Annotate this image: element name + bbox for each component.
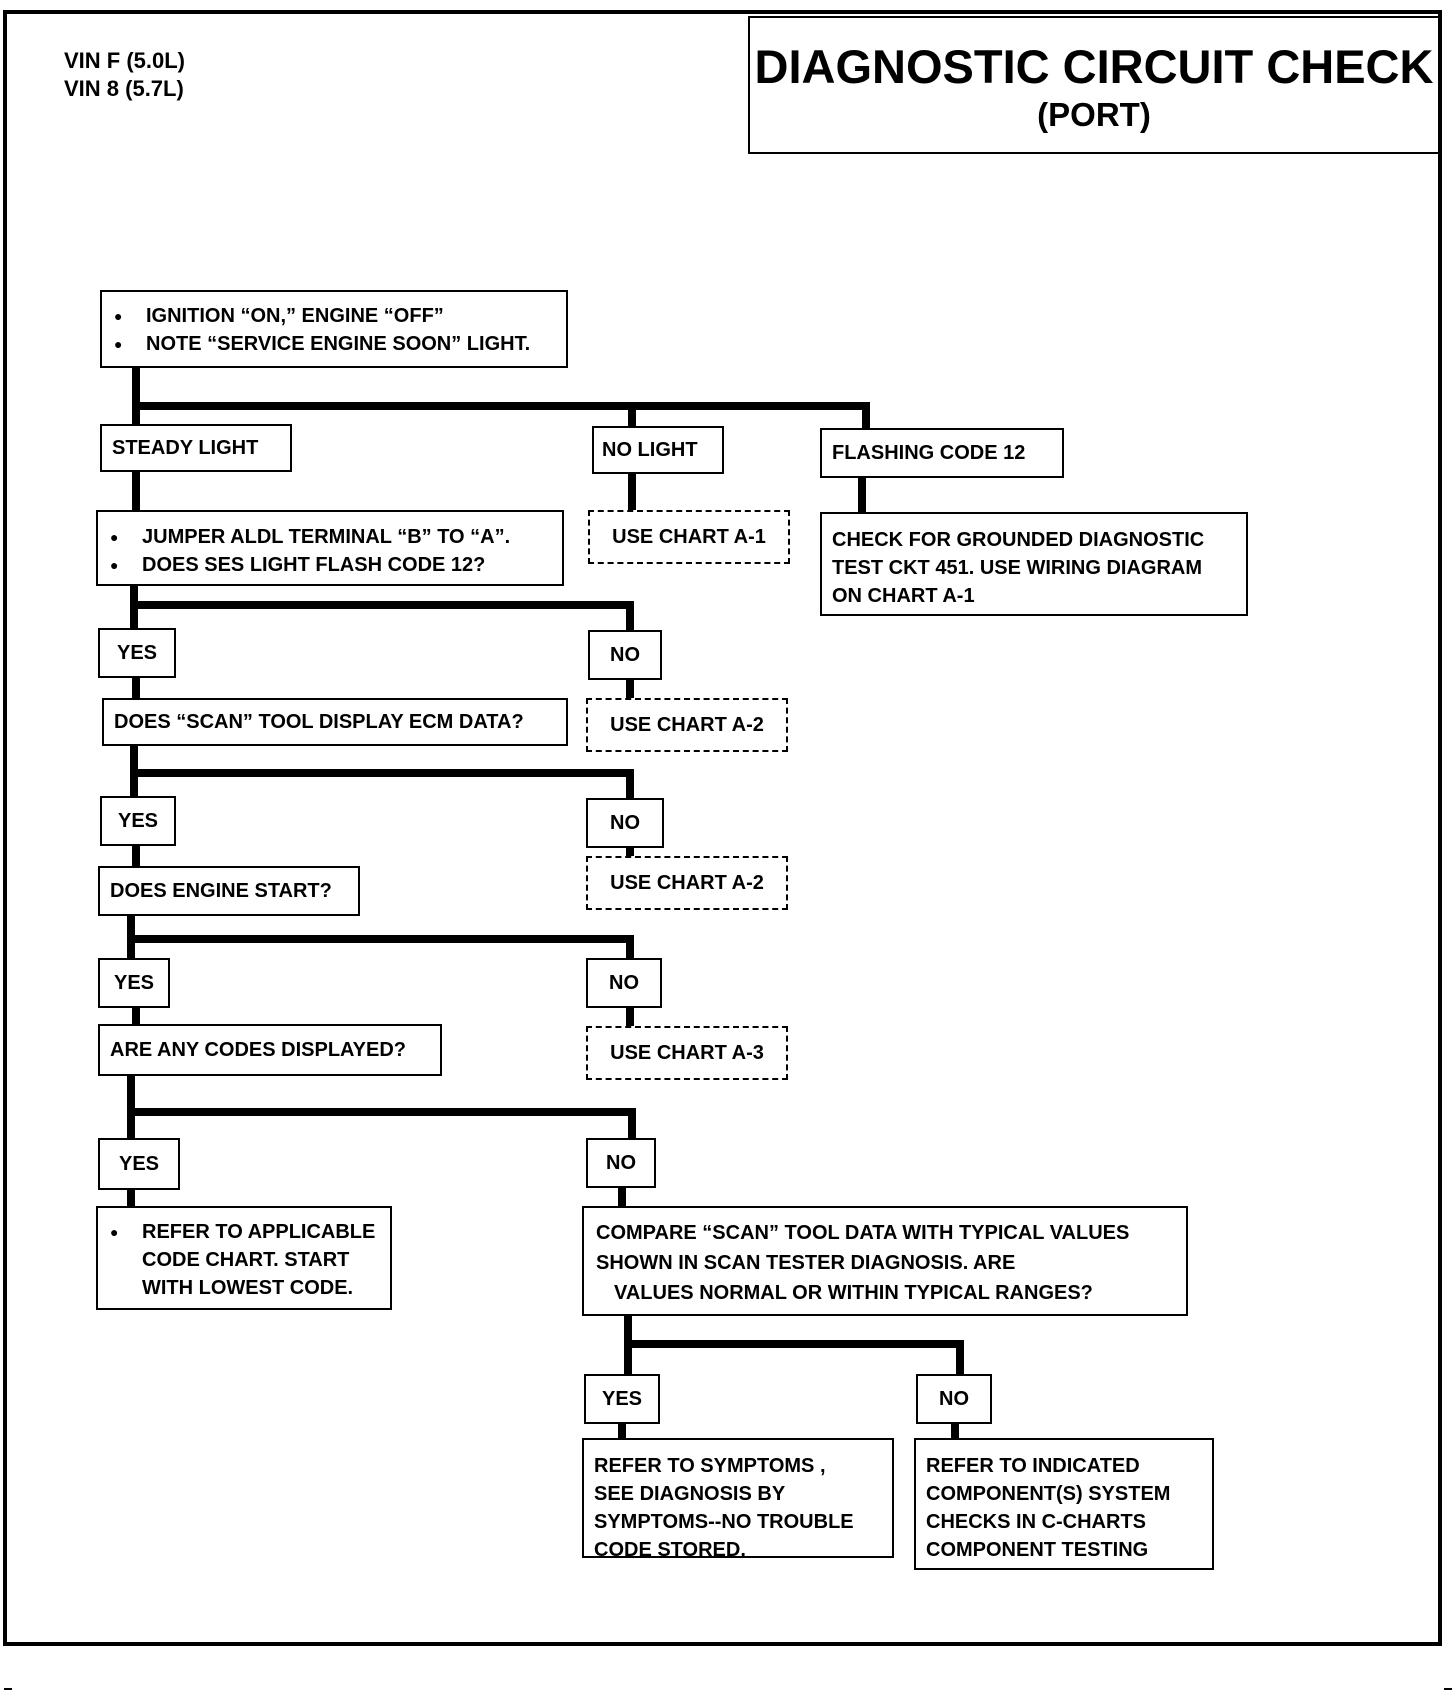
- yes-label-3: YES: [98, 958, 170, 1008]
- component-line-2: COMPONENT(S) SYSTEM: [926, 1483, 1171, 1505]
- scan-mark-right: [1444, 1688, 1452, 1690]
- component-line-1: REFER TO INDICATED: [926, 1455, 1140, 1477]
- codes-displayed-box: ARE ANY CODES DISPLAYED?: [98, 1024, 442, 1076]
- refer-code-line-1: REFER TO APPLICABLE: [98, 1218, 390, 1246]
- start-step-line-2: NOTE “SERVICE ENGINE SOON” LIGHT.: [102, 330, 566, 358]
- use-chart-a3-box: USE CHART A-3: [586, 1026, 788, 1080]
- jumper-step-box: JUMPER ALDL TERMINAL “B” TO “A”. DOES SE…: [96, 510, 564, 586]
- page-subtitle: (PORT): [1037, 96, 1151, 133]
- refer-code-line-2: CODE CHART. START: [142, 1249, 350, 1271]
- yes-label-1: YES: [98, 628, 176, 678]
- no-light-box: NO LIGHT: [592, 426, 724, 474]
- use-chart-a1-box: USE CHART A-1: [588, 510, 790, 564]
- steady-light-box: STEADY LIGHT: [100, 424, 292, 472]
- yes-label-2: YES: [100, 796, 176, 846]
- component-line-3: CHECKS IN C-CHARTS: [926, 1511, 1146, 1533]
- vin-line-2: VIN 8 (5.7L): [64, 76, 184, 101]
- engine-start-box: DOES ENGINE START?: [98, 866, 360, 916]
- no-label-2: NO: [586, 798, 664, 848]
- use-chart-a2-box-1: USE CHART A-2: [586, 698, 788, 752]
- symptoms-line-1: REFER TO SYMPTOMS ,: [594, 1455, 826, 1477]
- no-label-5: NO: [916, 1374, 992, 1424]
- refer-symptoms-box: REFER TO SYMPTOMS , SEE DIAGNOSIS BY SYM…: [582, 1438, 894, 1561]
- start-step-box: IGNITION “ON,” ENGINE “OFF” NOTE “SERVIC…: [100, 290, 568, 368]
- jumper-step-line-2: DOES SES LIGHT FLASH CODE 12?: [98, 551, 562, 579]
- use-chart-a2-box-2: USE CHART A-2: [586, 856, 788, 910]
- flashing-code-12-box: FLASHING CODE 12: [820, 428, 1064, 478]
- no-label-4: NO: [586, 1138, 656, 1188]
- compare-scan-data-box: COMPARE “SCAN” TOOL DATA WITH TYPICAL VA…: [582, 1206, 1188, 1316]
- check-grounded-line-1: CHECK FOR GROUNDED DIAGNOSTIC: [832, 529, 1205, 551]
- compare-line-2: SHOWN IN SCAN TESTER DIAGNOSIS. ARE: [596, 1252, 1016, 1274]
- check-grounded-box: CHECK FOR GROUNDED DIAGNOSTIC TEST CKT 4…: [820, 512, 1248, 616]
- symptoms-line-4: CODE STORED.: [594, 1539, 746, 1561]
- compare-line-1: COMPARE “SCAN” TOOL DATA WITH TYPICAL VA…: [596, 1222, 1130, 1244]
- refer-code-line-3: WITH LOWEST CODE.: [142, 1277, 354, 1299]
- check-grounded-line-3: ON CHART A-1: [832, 585, 975, 607]
- scan-mark-left: [4, 1688, 12, 1690]
- component-line-4: COMPONENT TESTING: [926, 1539, 1149, 1561]
- page-frame: [3, 10, 1442, 1646]
- start-step-line-1: IGNITION “ON,” ENGINE “OFF”: [102, 302, 566, 330]
- jumper-step-line-1: JUMPER ALDL TERMINAL “B” TO “A”.: [98, 523, 562, 551]
- vin-line-1: VIN F (5.0L): [64, 48, 186, 73]
- refer-code-chart-box: REFER TO APPLICABLE CODE CHART. START WI…: [96, 1206, 392, 1310]
- check-grounded-line-2: TEST CKT 451. USE WIRING DIAGRAM: [832, 557, 1203, 579]
- refer-component-box: REFER TO INDICATED COMPONENT(S) SYSTEM C…: [914, 1438, 1214, 1570]
- no-label-3: NO: [586, 958, 662, 1008]
- symptoms-line-3: SYMPTOMS--NO TROUBLE: [594, 1511, 854, 1533]
- scan-question-box: DOES “SCAN” TOOL DISPLAY ECM DATA?: [102, 698, 568, 746]
- yes-label-5: YES: [584, 1374, 660, 1424]
- no-label-1: NO: [588, 630, 662, 680]
- title-box: DIAGNOSTIC CIRCUIT CHECK (PORT): [748, 16, 1440, 154]
- symptoms-line-2: SEE DIAGNOSIS BY: [594, 1483, 786, 1505]
- yes-label-4: YES: [98, 1138, 180, 1190]
- compare-line-3: VALUES NORMAL OR WITHIN TYPICAL RANGES?: [614, 1282, 1093, 1304]
- page-title: DIAGNOSTIC CIRCUIT CHECK: [754, 40, 1434, 93]
